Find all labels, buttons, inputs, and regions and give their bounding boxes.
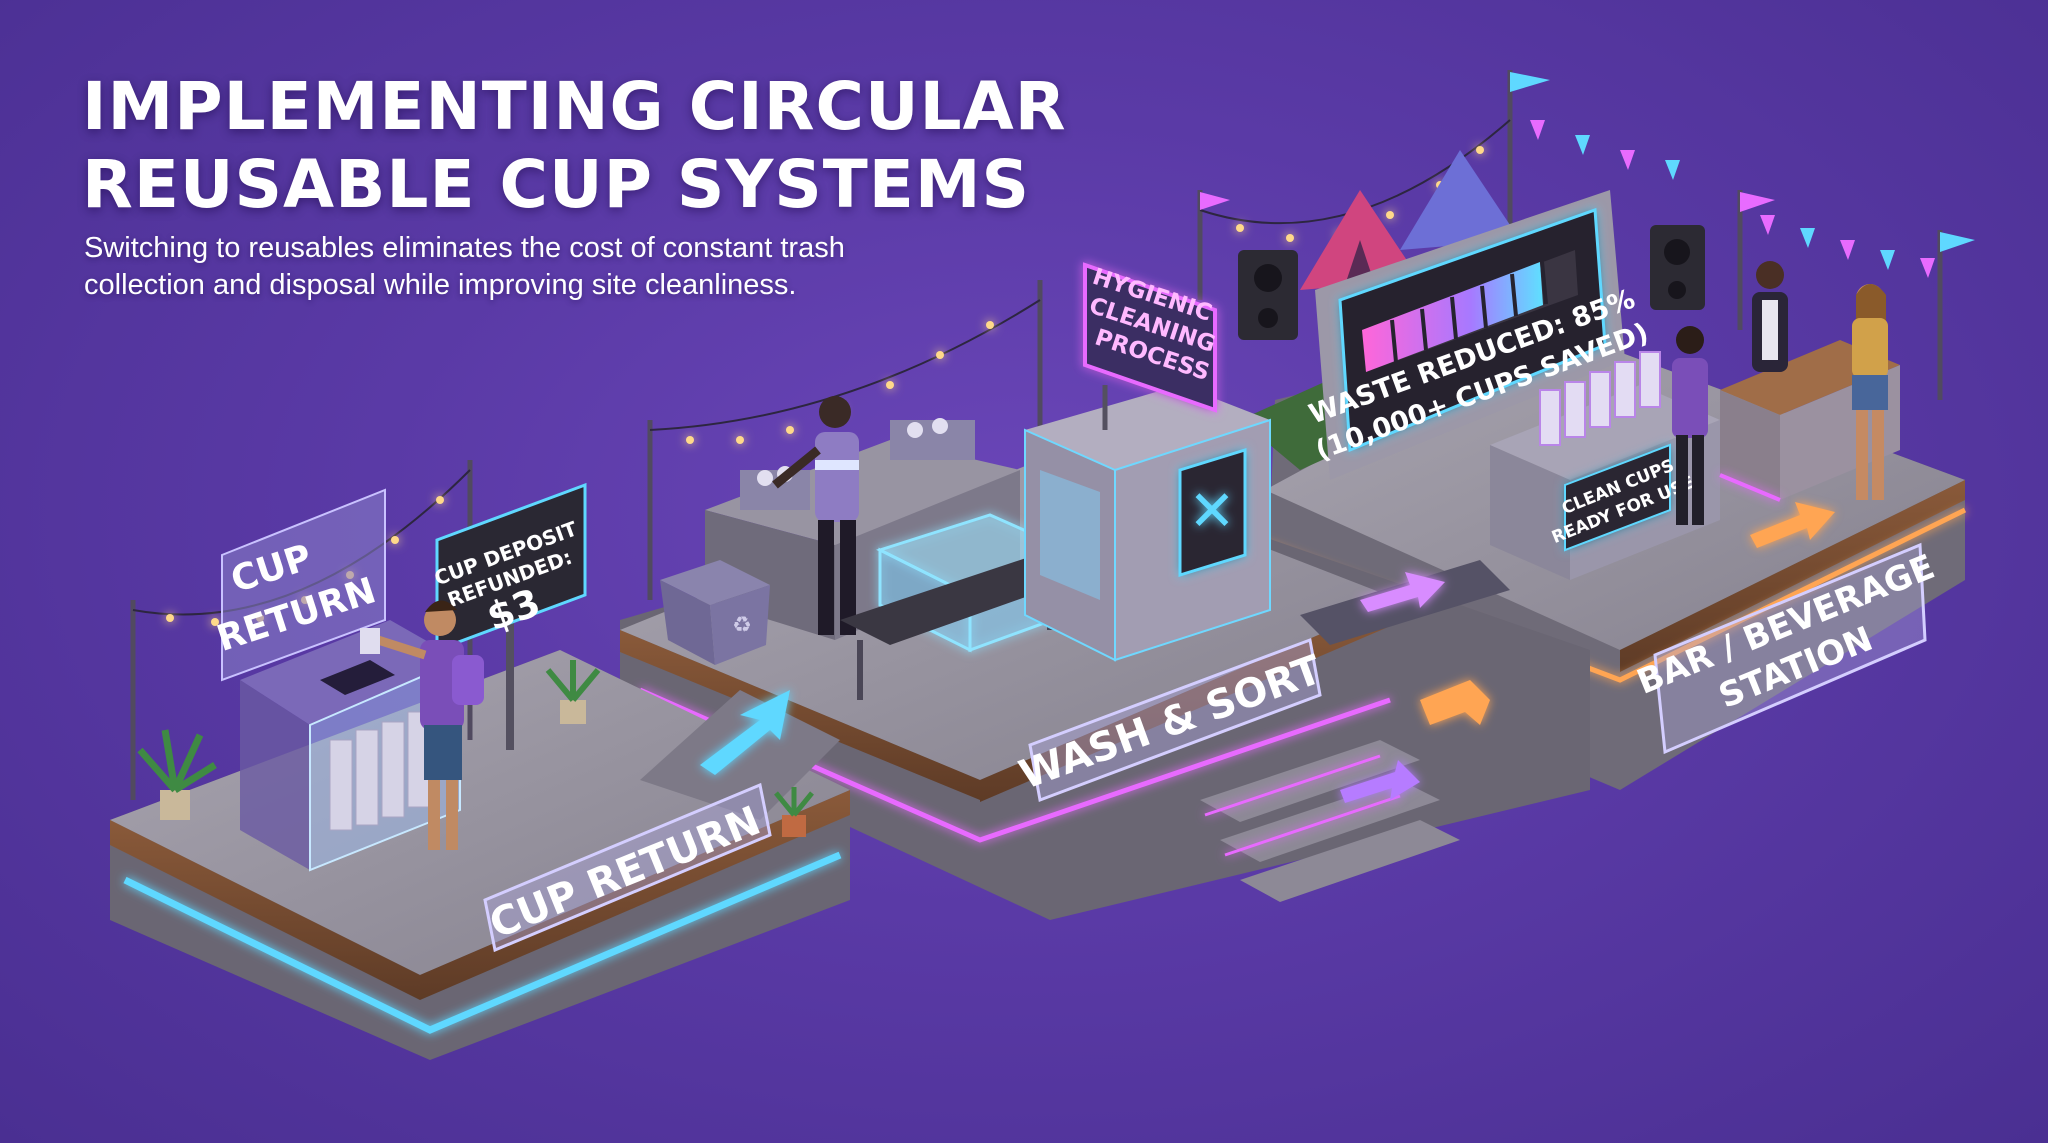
- ramp: [640, 690, 840, 820]
- staff-handing-cups: [1672, 326, 1708, 525]
- washing-machine: ✕: [1024, 385, 1271, 662]
- recycle-icon: ♻: [732, 613, 752, 638]
- arrow-up-icon: [700, 690, 790, 775]
- bartender: [1752, 261, 1788, 372]
- person-returning-cup: [360, 600, 484, 850]
- arrow-right-icon: [1300, 560, 1510, 645]
- cup-return-sign: CUP RETURN: [212, 488, 386, 682]
- pinwheel-logo-icon: ✕: [1189, 479, 1236, 544]
- hygienic-sign: HYGIENIC CLEANING PROCESS: [1083, 262, 1218, 430]
- plant-left: [137, 729, 217, 820]
- speaker-left: [1238, 250, 1298, 340]
- page-subtitle: Switching to reusables eliminates the co…: [84, 230, 1064, 304]
- title-line-2: REUSABLE CUP SYSTEMS: [82, 146, 1031, 223]
- arrow-left-icon: [1340, 760, 1420, 803]
- waste-reduced-screen: WASTE REDUCED: 85% (10,000+ CUPS SAVED): [1305, 190, 1653, 480]
- subtitle-line-2: collection and disposal while improving …: [84, 269, 797, 301]
- flags: [1200, 72, 1975, 278]
- arrow-turn-icon: [1420, 680, 1490, 725]
- plant-center: [545, 660, 601, 724]
- worker-sorting: [772, 396, 859, 635]
- plant-small: [774, 787, 814, 837]
- recycle-bin: ♻: [660, 560, 770, 665]
- subtitle-line-1: Switching to reusables eliminates the co…: [84, 232, 845, 264]
- arrow-bar-icon: [1750, 502, 1835, 548]
- speaker-right: [1650, 225, 1705, 310]
- page-title: IMPLEMENTING CIRCULAR REUSABLE CUP SYSTE…: [82, 68, 1182, 224]
- customer-at-bar: [1852, 284, 1888, 500]
- stairs: [1200, 740, 1460, 902]
- title-line-1: IMPLEMENTING CIRCULAR: [82, 68, 1067, 145]
